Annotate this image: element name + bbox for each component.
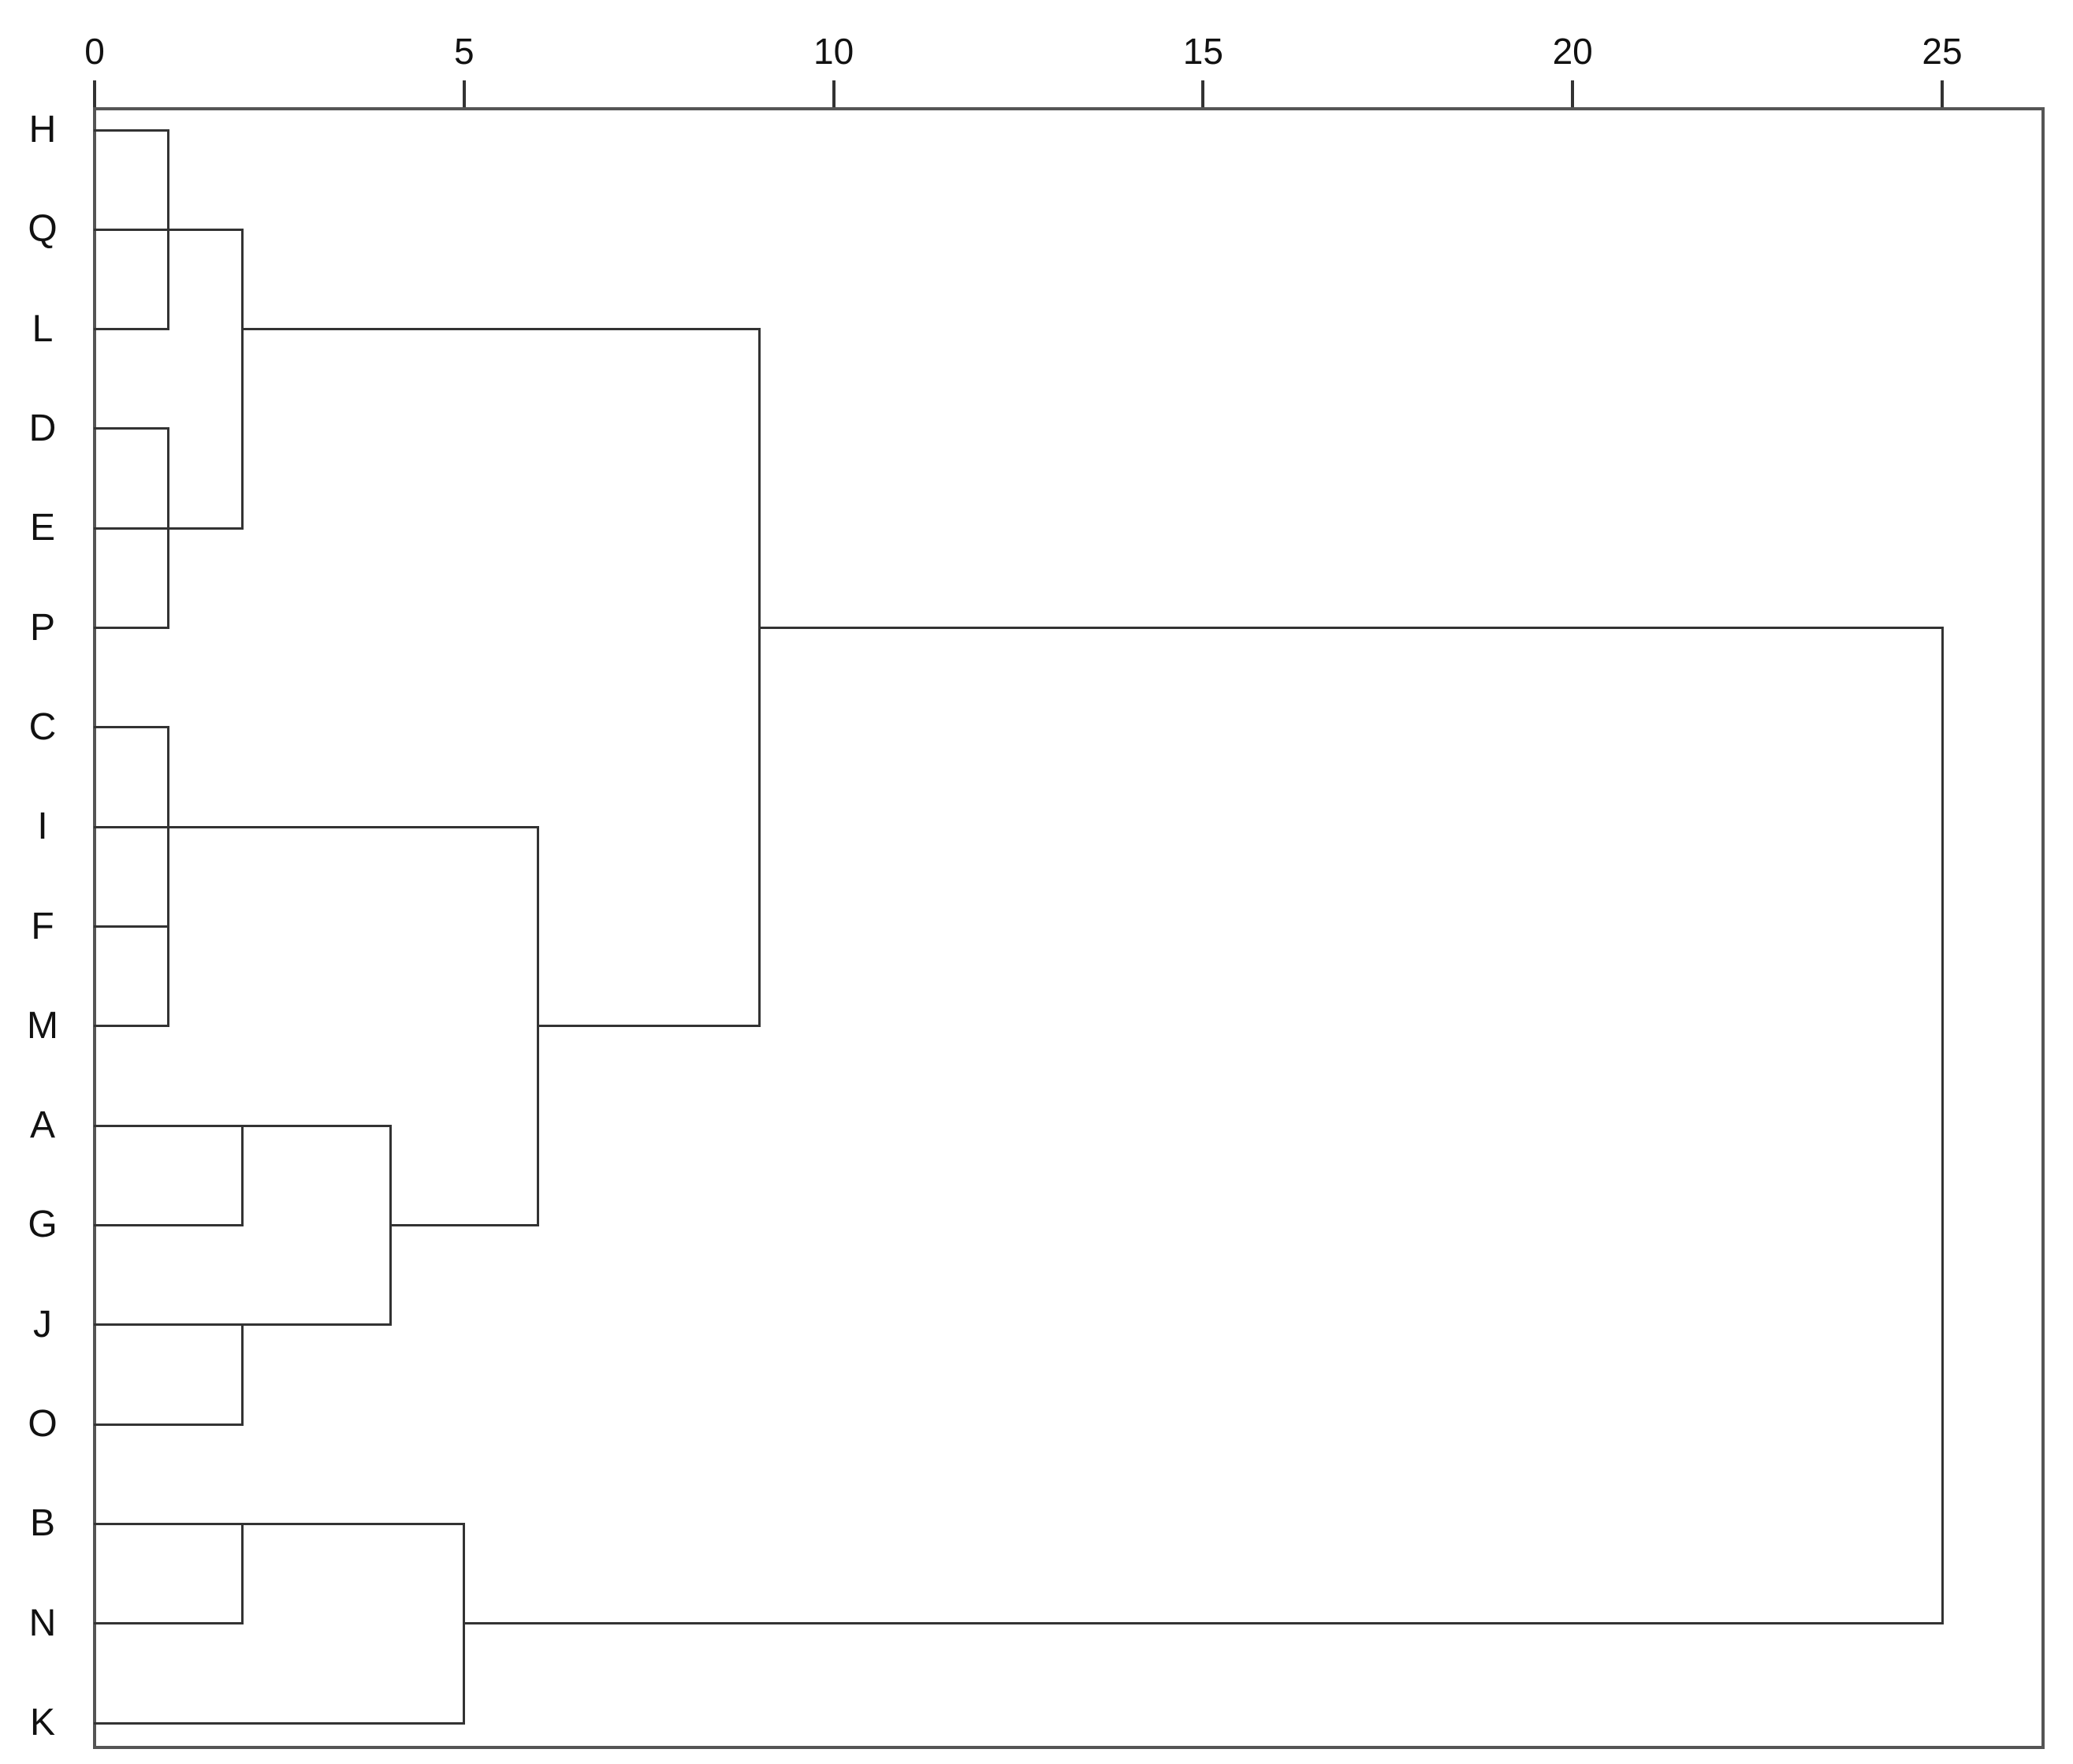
leaf-label-A: A bbox=[29, 1104, 55, 1147]
leaf-label-N: N bbox=[28, 1602, 57, 1644]
link-h-N-5-25 bbox=[463, 1622, 1944, 1625]
link-v-6-I-G bbox=[537, 825, 540, 1226]
link-h-M-0-1 bbox=[93, 1025, 170, 1028]
axis-left-spine bbox=[93, 107, 96, 1749]
axis-tick-label-5: 5 bbox=[454, 31, 475, 72]
axis-tick-mark-20 bbox=[1571, 80, 1575, 107]
leaf-label-E: E bbox=[29, 507, 55, 549]
leaf-label-J: J bbox=[33, 1303, 52, 1345]
link-h-M-6-9 bbox=[537, 1025, 761, 1028]
leaf-label-H: H bbox=[28, 109, 57, 151]
link-v-5-B-K bbox=[463, 1522, 466, 1725]
link-v-1-D-P bbox=[167, 427, 170, 630]
leaf-label-D: D bbox=[28, 407, 57, 449]
leaf-label-O: O bbox=[28, 1403, 58, 1446]
link-v-1-H-L bbox=[167, 128, 170, 331]
leaf-label-G: G bbox=[28, 1204, 58, 1246]
axis-tick-label-25: 25 bbox=[1922, 31, 1963, 72]
leaf-label-K: K bbox=[29, 1702, 55, 1744]
link-h-N-0-2 bbox=[93, 1622, 244, 1625]
axis-tick-mark-0 bbox=[93, 80, 96, 107]
link-h-P-9-25 bbox=[758, 627, 1944, 630]
link-h-H-0-1 bbox=[93, 128, 170, 132]
axis-right-spine bbox=[2041, 107, 2045, 1749]
leaf-label-P: P bbox=[29, 606, 55, 649]
link-h-F-0-1 bbox=[93, 925, 170, 928]
link-v-2-A-G bbox=[241, 1124, 244, 1226]
link-v-1-C-M bbox=[167, 726, 170, 1028]
link-h-P-0-1 bbox=[93, 627, 170, 630]
link-h-G-0-2 bbox=[93, 1223, 244, 1226]
link-h-G-4-6 bbox=[389, 1223, 540, 1226]
axis-tick-mark-5 bbox=[462, 80, 466, 107]
leaf-label-I: I bbox=[37, 806, 48, 848]
link-v-9-L-M bbox=[758, 328, 761, 1028]
axis-bottom-spine bbox=[93, 1746, 2045, 1749]
link-v-2-B-N bbox=[241, 1522, 244, 1625]
axis-top-line bbox=[93, 107, 2045, 110]
link-h-D-0-1 bbox=[93, 427, 170, 430]
axis-tick-label-20: 20 bbox=[1552, 31, 1593, 72]
link-h-O-0-2 bbox=[93, 1423, 244, 1426]
axis-tick-mark-10 bbox=[832, 80, 836, 107]
link-h-L-2-9 bbox=[241, 328, 761, 331]
axis-tick-label-15: 15 bbox=[1182, 31, 1223, 72]
link-v-2-Q-E bbox=[241, 228, 244, 530]
link-h-B-0-5 bbox=[93, 1522, 466, 1525]
link-v-25-P-N bbox=[1941, 627, 1944, 1625]
axis-tick-label-0: 0 bbox=[84, 31, 105, 72]
link-v-4-A-J bbox=[389, 1124, 392, 1327]
link-h-K-0-5 bbox=[93, 1721, 466, 1725]
link-h-C-0-1 bbox=[93, 726, 170, 729]
link-h-I-0-6 bbox=[93, 825, 540, 828]
leaf-label-L: L bbox=[32, 307, 54, 350]
leaf-label-C: C bbox=[28, 705, 57, 748]
leaf-label-Q: Q bbox=[28, 208, 58, 251]
link-h-L-0-1 bbox=[93, 328, 170, 331]
link-v-2-J-O bbox=[241, 1323, 244, 1426]
leaf-label-F: F bbox=[31, 905, 54, 947]
leaf-label-B: B bbox=[29, 1502, 55, 1545]
axis-tick-mark-15 bbox=[1201, 80, 1205, 107]
axis-tick-label-10: 10 bbox=[813, 31, 854, 72]
axis-tick-mark-25 bbox=[1941, 80, 1944, 107]
leaf-label-M: M bbox=[27, 1004, 58, 1047]
